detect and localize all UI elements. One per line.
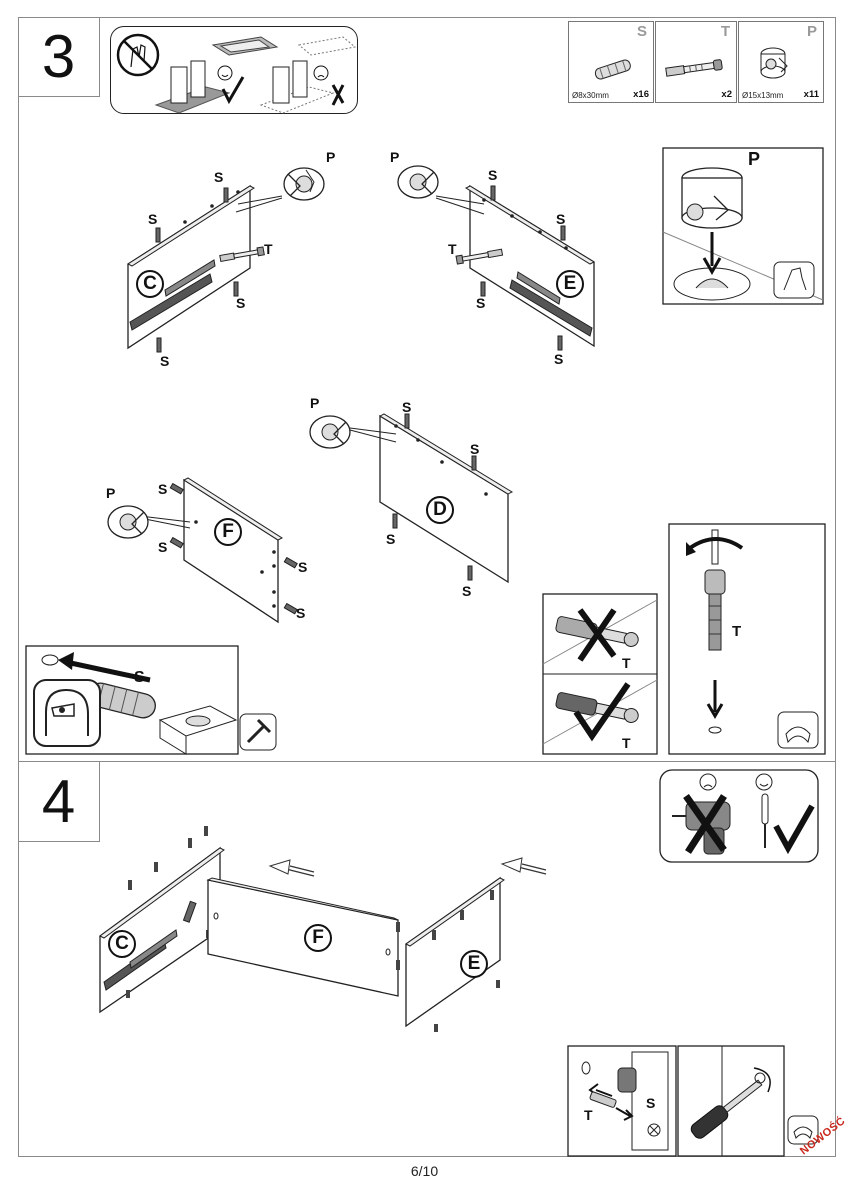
label-s: S bbox=[470, 441, 480, 457]
detail-label-s: S bbox=[134, 669, 145, 686]
protect-floor-warning bbox=[110, 26, 358, 114]
panel-f-shape bbox=[183, 478, 279, 624]
step3-drawing bbox=[25, 147, 826, 755]
label-s: S bbox=[556, 211, 566, 227]
label-s: S bbox=[158, 539, 168, 555]
hardware-s-letter: S bbox=[636, 23, 647, 40]
label-s: S bbox=[402, 399, 412, 415]
label-s: S bbox=[296, 605, 306, 621]
step4-panel-f-label: F bbox=[304, 924, 332, 952]
page-frame bbox=[18, 17, 836, 1157]
step4-detail-label-t: T bbox=[584, 1107, 593, 1123]
panel-d-label: D bbox=[426, 496, 454, 524]
hardware-p-quantity: x11 bbox=[803, 89, 819, 100]
label-p: P bbox=[326, 149, 336, 165]
detail-label-p: P bbox=[748, 149, 761, 169]
hardware-t-quantity: x2 bbox=[721, 89, 732, 100]
step4-panel-e-label: E bbox=[460, 950, 488, 978]
label-t: T bbox=[264, 241, 273, 257]
step4-detail-label-s: S bbox=[646, 1095, 656, 1111]
panel-f-label: F bbox=[214, 518, 242, 546]
step4-panel-c-label: C bbox=[108, 930, 136, 958]
panel-e-label: E bbox=[556, 270, 584, 298]
hardware-s-quantity: x16 bbox=[633, 89, 649, 100]
label-s: S bbox=[554, 351, 564, 367]
cam-bolt-icon bbox=[665, 59, 723, 77]
hardware-p-box: P Ø15x13mm x11 bbox=[738, 21, 824, 103]
label-s: S bbox=[158, 481, 168, 497]
label-s: S bbox=[214, 169, 224, 185]
detail-label-t-wrong: T bbox=[622, 655, 631, 671]
panel-c-shape bbox=[127, 184, 251, 350]
hardware-p-dimension: Ø15x13mm bbox=[742, 91, 784, 100]
hardware-t-letter: T bbox=[720, 23, 730, 40]
step-divider bbox=[18, 761, 836, 762]
label-s: S bbox=[298, 559, 308, 575]
label-s: S bbox=[488, 167, 498, 183]
label-s: S bbox=[236, 295, 246, 311]
hardware-p-letter: P bbox=[806, 23, 817, 40]
protect-floor-illustration bbox=[116, 33, 357, 114]
label-t: T bbox=[448, 241, 457, 257]
page-number: 6/10 bbox=[410, 1163, 439, 1179]
label-s: S bbox=[476, 295, 486, 311]
label-p: P bbox=[106, 485, 116, 501]
step-3-number: 3 bbox=[18, 17, 100, 97]
label-s: S bbox=[160, 353, 170, 369]
hardware-s-box: S Ø8x30mm x16 bbox=[568, 21, 654, 103]
step4-drawing bbox=[99, 769, 819, 1157]
hardware-t-box: T x2 bbox=[655, 21, 737, 103]
detail-label-t-screw: T bbox=[732, 623, 742, 640]
label-p: P bbox=[310, 395, 320, 411]
cam-lock-icon bbox=[760, 47, 788, 79]
label-p: P bbox=[390, 149, 400, 165]
label-s: S bbox=[386, 531, 396, 547]
label-s: S bbox=[462, 583, 472, 599]
step-4-number: 4 bbox=[18, 762, 100, 842]
label-s: S bbox=[148, 211, 158, 227]
detail-label-t-right: T bbox=[622, 735, 631, 751]
dowel-icon bbox=[594, 59, 631, 80]
hardware-s-dimension: Ø8x30mm bbox=[572, 91, 609, 100]
panel-c-label: C bbox=[136, 270, 164, 298]
